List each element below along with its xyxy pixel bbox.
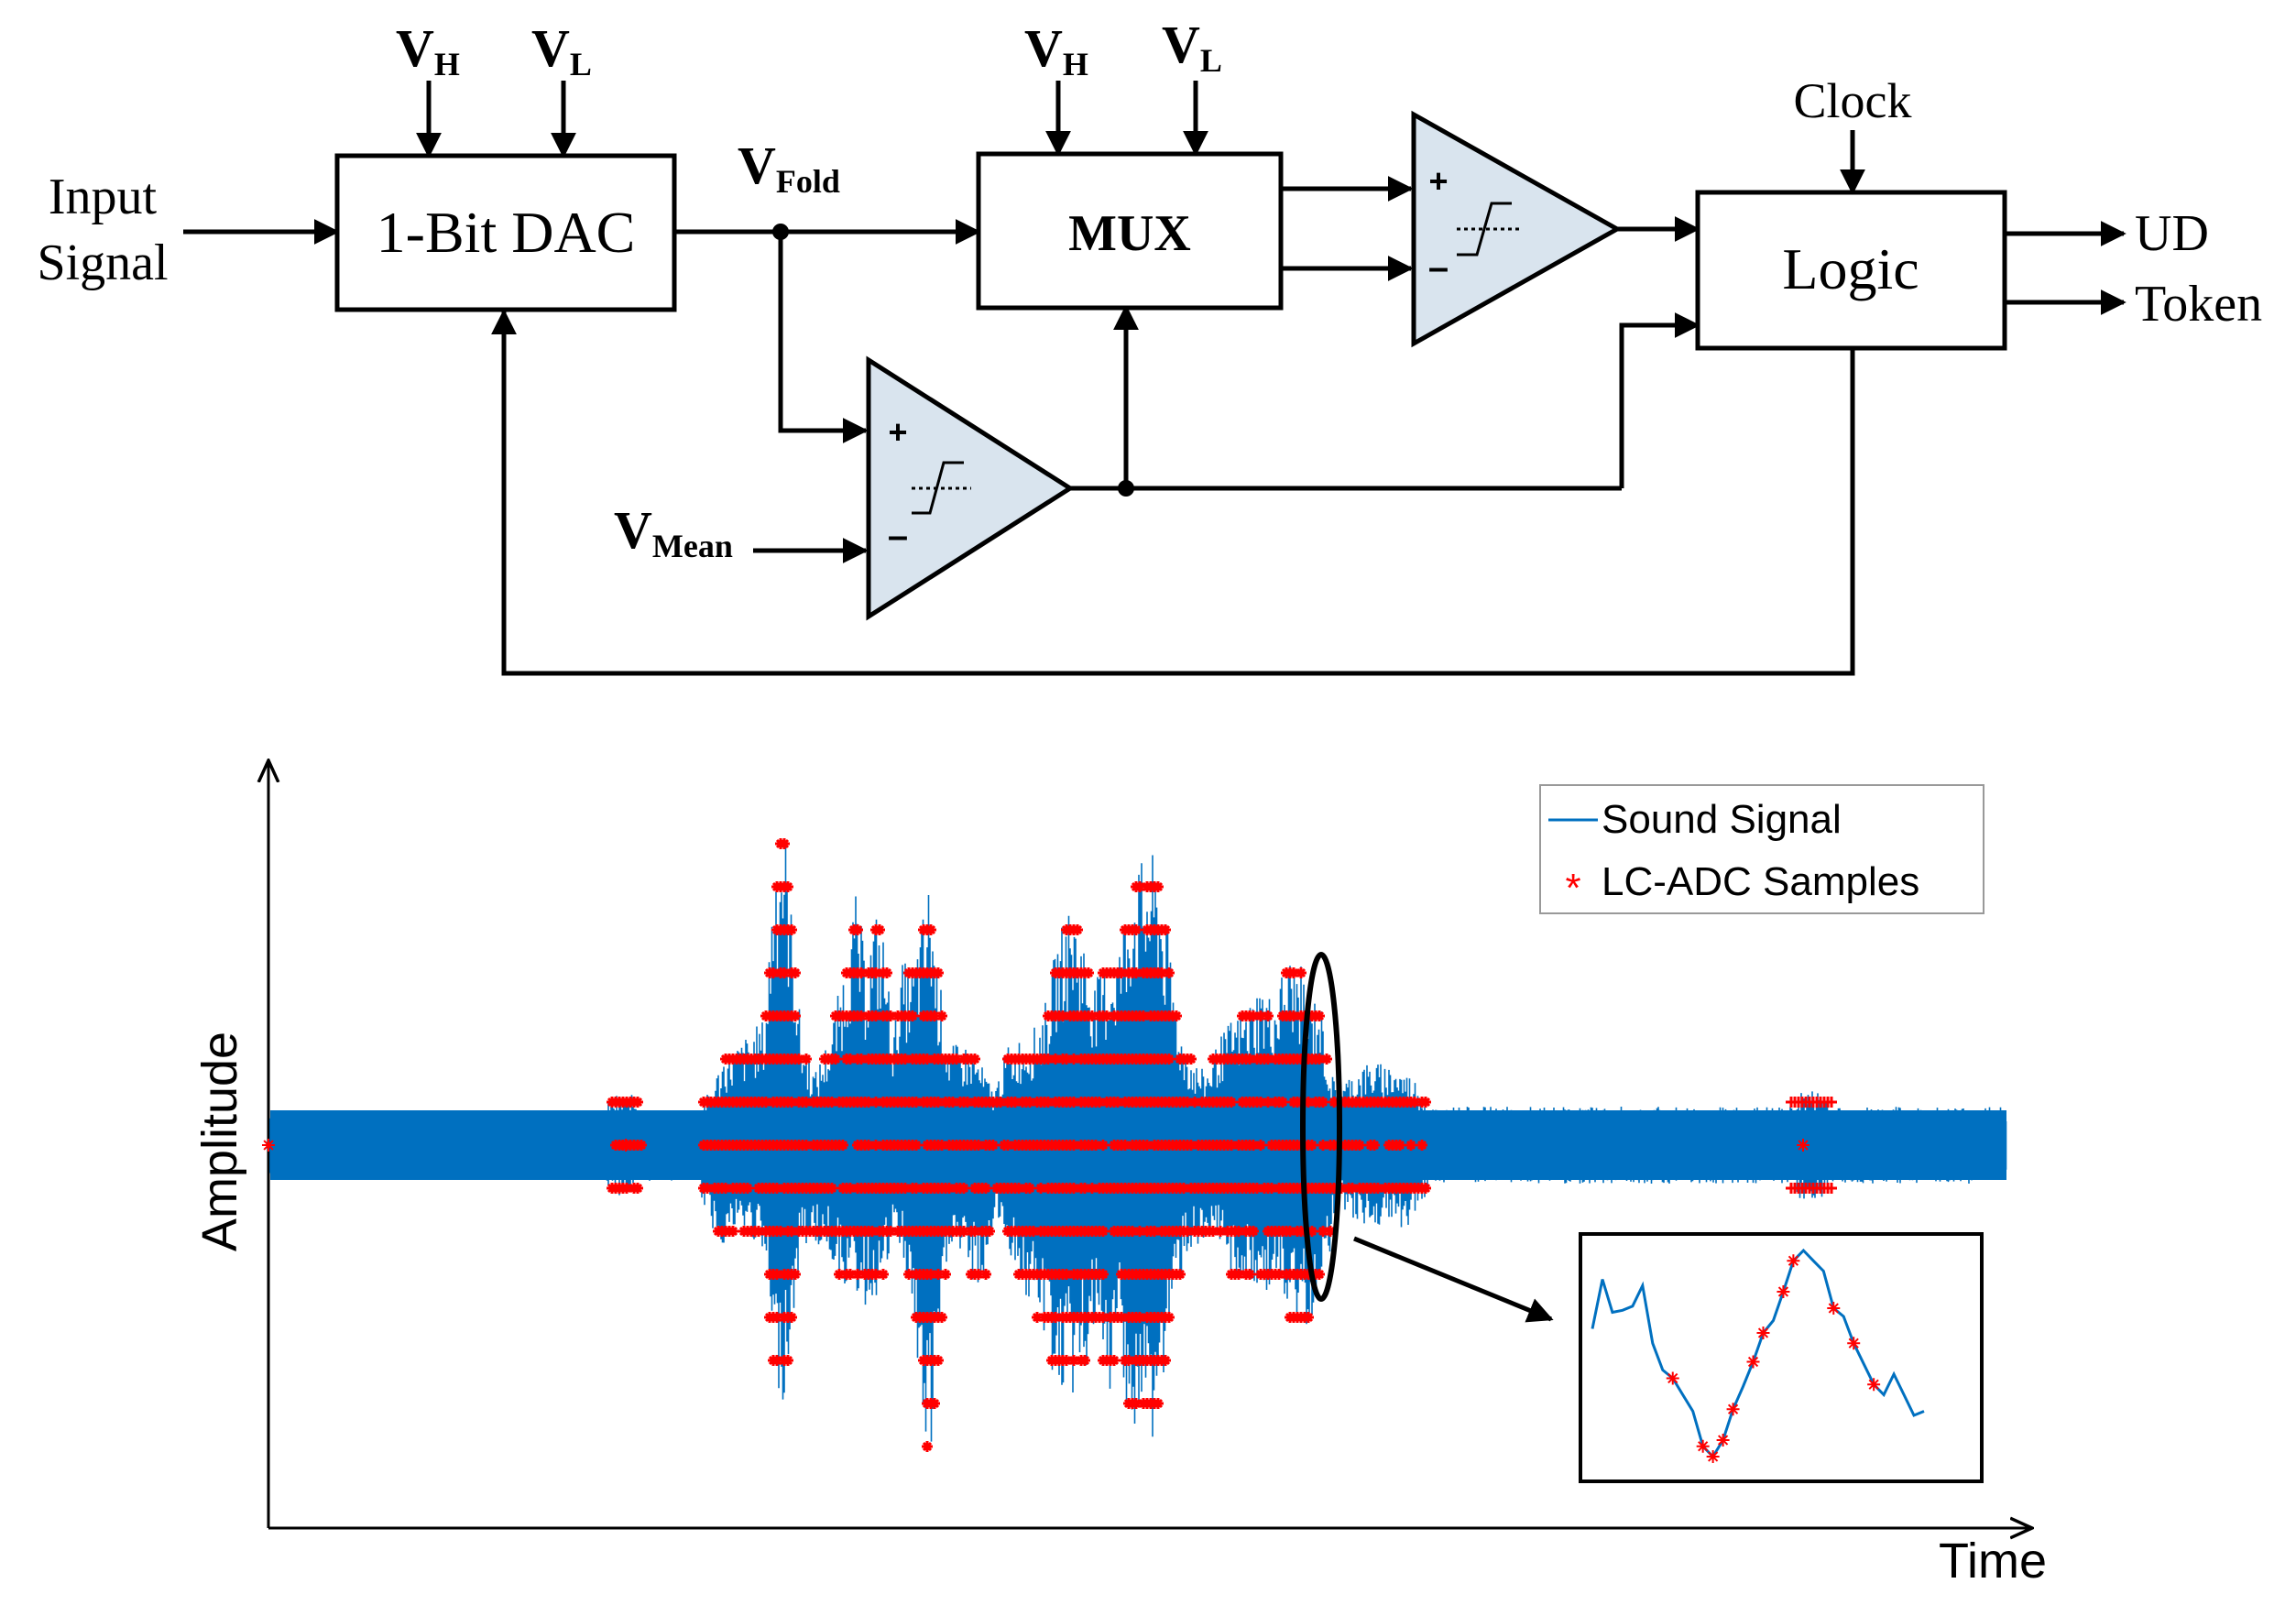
clock-label: Clock xyxy=(1794,73,1912,128)
sample-marker xyxy=(1716,1434,1730,1447)
zoom-arrow xyxy=(1353,1236,1554,1323)
x-axis-label: Time xyxy=(1939,1534,2047,1589)
comparator-2-minus: – xyxy=(1428,247,1449,288)
input-label-1: Input xyxy=(49,169,158,225)
sample-marker xyxy=(1666,1371,1679,1385)
ud-label: UD xyxy=(2135,205,2209,262)
input-label-2: Signal xyxy=(37,235,168,291)
sample-marker xyxy=(1777,1285,1790,1298)
legend-samples-label: LC-ADC Samples xyxy=(1602,859,1919,904)
mux-vl-label: VL xyxy=(1162,15,1222,79)
sample-marker xyxy=(262,1139,275,1152)
legend: Sound Signal * LC-ADC Samples xyxy=(1539,784,1984,914)
inset-plot xyxy=(1579,1232,1984,1483)
sample-marker xyxy=(1827,1302,1841,1315)
comparator-1-to-logic-wire xyxy=(1619,312,1700,488)
comparator-1-symbol xyxy=(912,461,971,515)
dac-vl-label: VL xyxy=(531,18,592,82)
vfold-to-comparator-wire xyxy=(778,232,869,443)
dac-label: 1-Bit DAC xyxy=(377,200,636,265)
mux-vh-label: VH xyxy=(1024,18,1088,82)
sample-marker xyxy=(1787,1254,1800,1268)
comparator-2-symbol xyxy=(1457,202,1521,257)
sample-marker xyxy=(1797,1139,1809,1152)
comparator-1-minus: – xyxy=(888,516,908,556)
vfold-label: VFold xyxy=(738,136,840,200)
sample-marker xyxy=(1696,1439,1710,1453)
token-label: Token xyxy=(2135,276,2262,333)
sample-marker xyxy=(619,1139,632,1152)
logic-label: Logic xyxy=(1782,236,1919,301)
block-diagram xyxy=(183,81,2127,676)
zoom-ellipse xyxy=(1300,952,1342,1302)
sample-marker xyxy=(1847,1337,1861,1350)
mux-block xyxy=(976,151,1284,311)
inset-samples xyxy=(1666,1254,1881,1463)
comparator-2-plus: + xyxy=(1428,162,1448,200)
sample-marker xyxy=(1726,1403,1740,1416)
lc-adc-samples-series xyxy=(262,838,1837,1452)
waveform-chart: Time Amplitude Sound Signal * LC-ADC Sam… xyxy=(192,760,2047,1589)
vmean-label: VMean xyxy=(614,500,733,564)
sample-marker xyxy=(1746,1355,1760,1369)
sample-markers xyxy=(607,838,1837,1452)
comparator-1-plus: + xyxy=(888,413,907,451)
sample-marker xyxy=(1867,1378,1881,1392)
feedback-wire xyxy=(491,309,1855,676)
inset-signal-line xyxy=(1591,1248,1925,1459)
y-axis-label: Amplitude xyxy=(192,1032,247,1251)
mux-label: MUX xyxy=(1068,205,1191,262)
legend-signal-label: Sound Signal xyxy=(1602,797,1842,842)
comparator-1 xyxy=(866,355,1075,621)
legend-box xyxy=(1539,784,1984,914)
sample-marker xyxy=(1756,1327,1770,1339)
sample-marker xyxy=(1706,1450,1720,1463)
inset-box xyxy=(1579,1232,1984,1483)
dac-vh-label: VH xyxy=(396,18,460,82)
diagram-labels: Input Signal 1-Bit DAC MUX Logic Clock U… xyxy=(37,15,2262,564)
legend-samples-swatch: * xyxy=(1565,866,1580,911)
